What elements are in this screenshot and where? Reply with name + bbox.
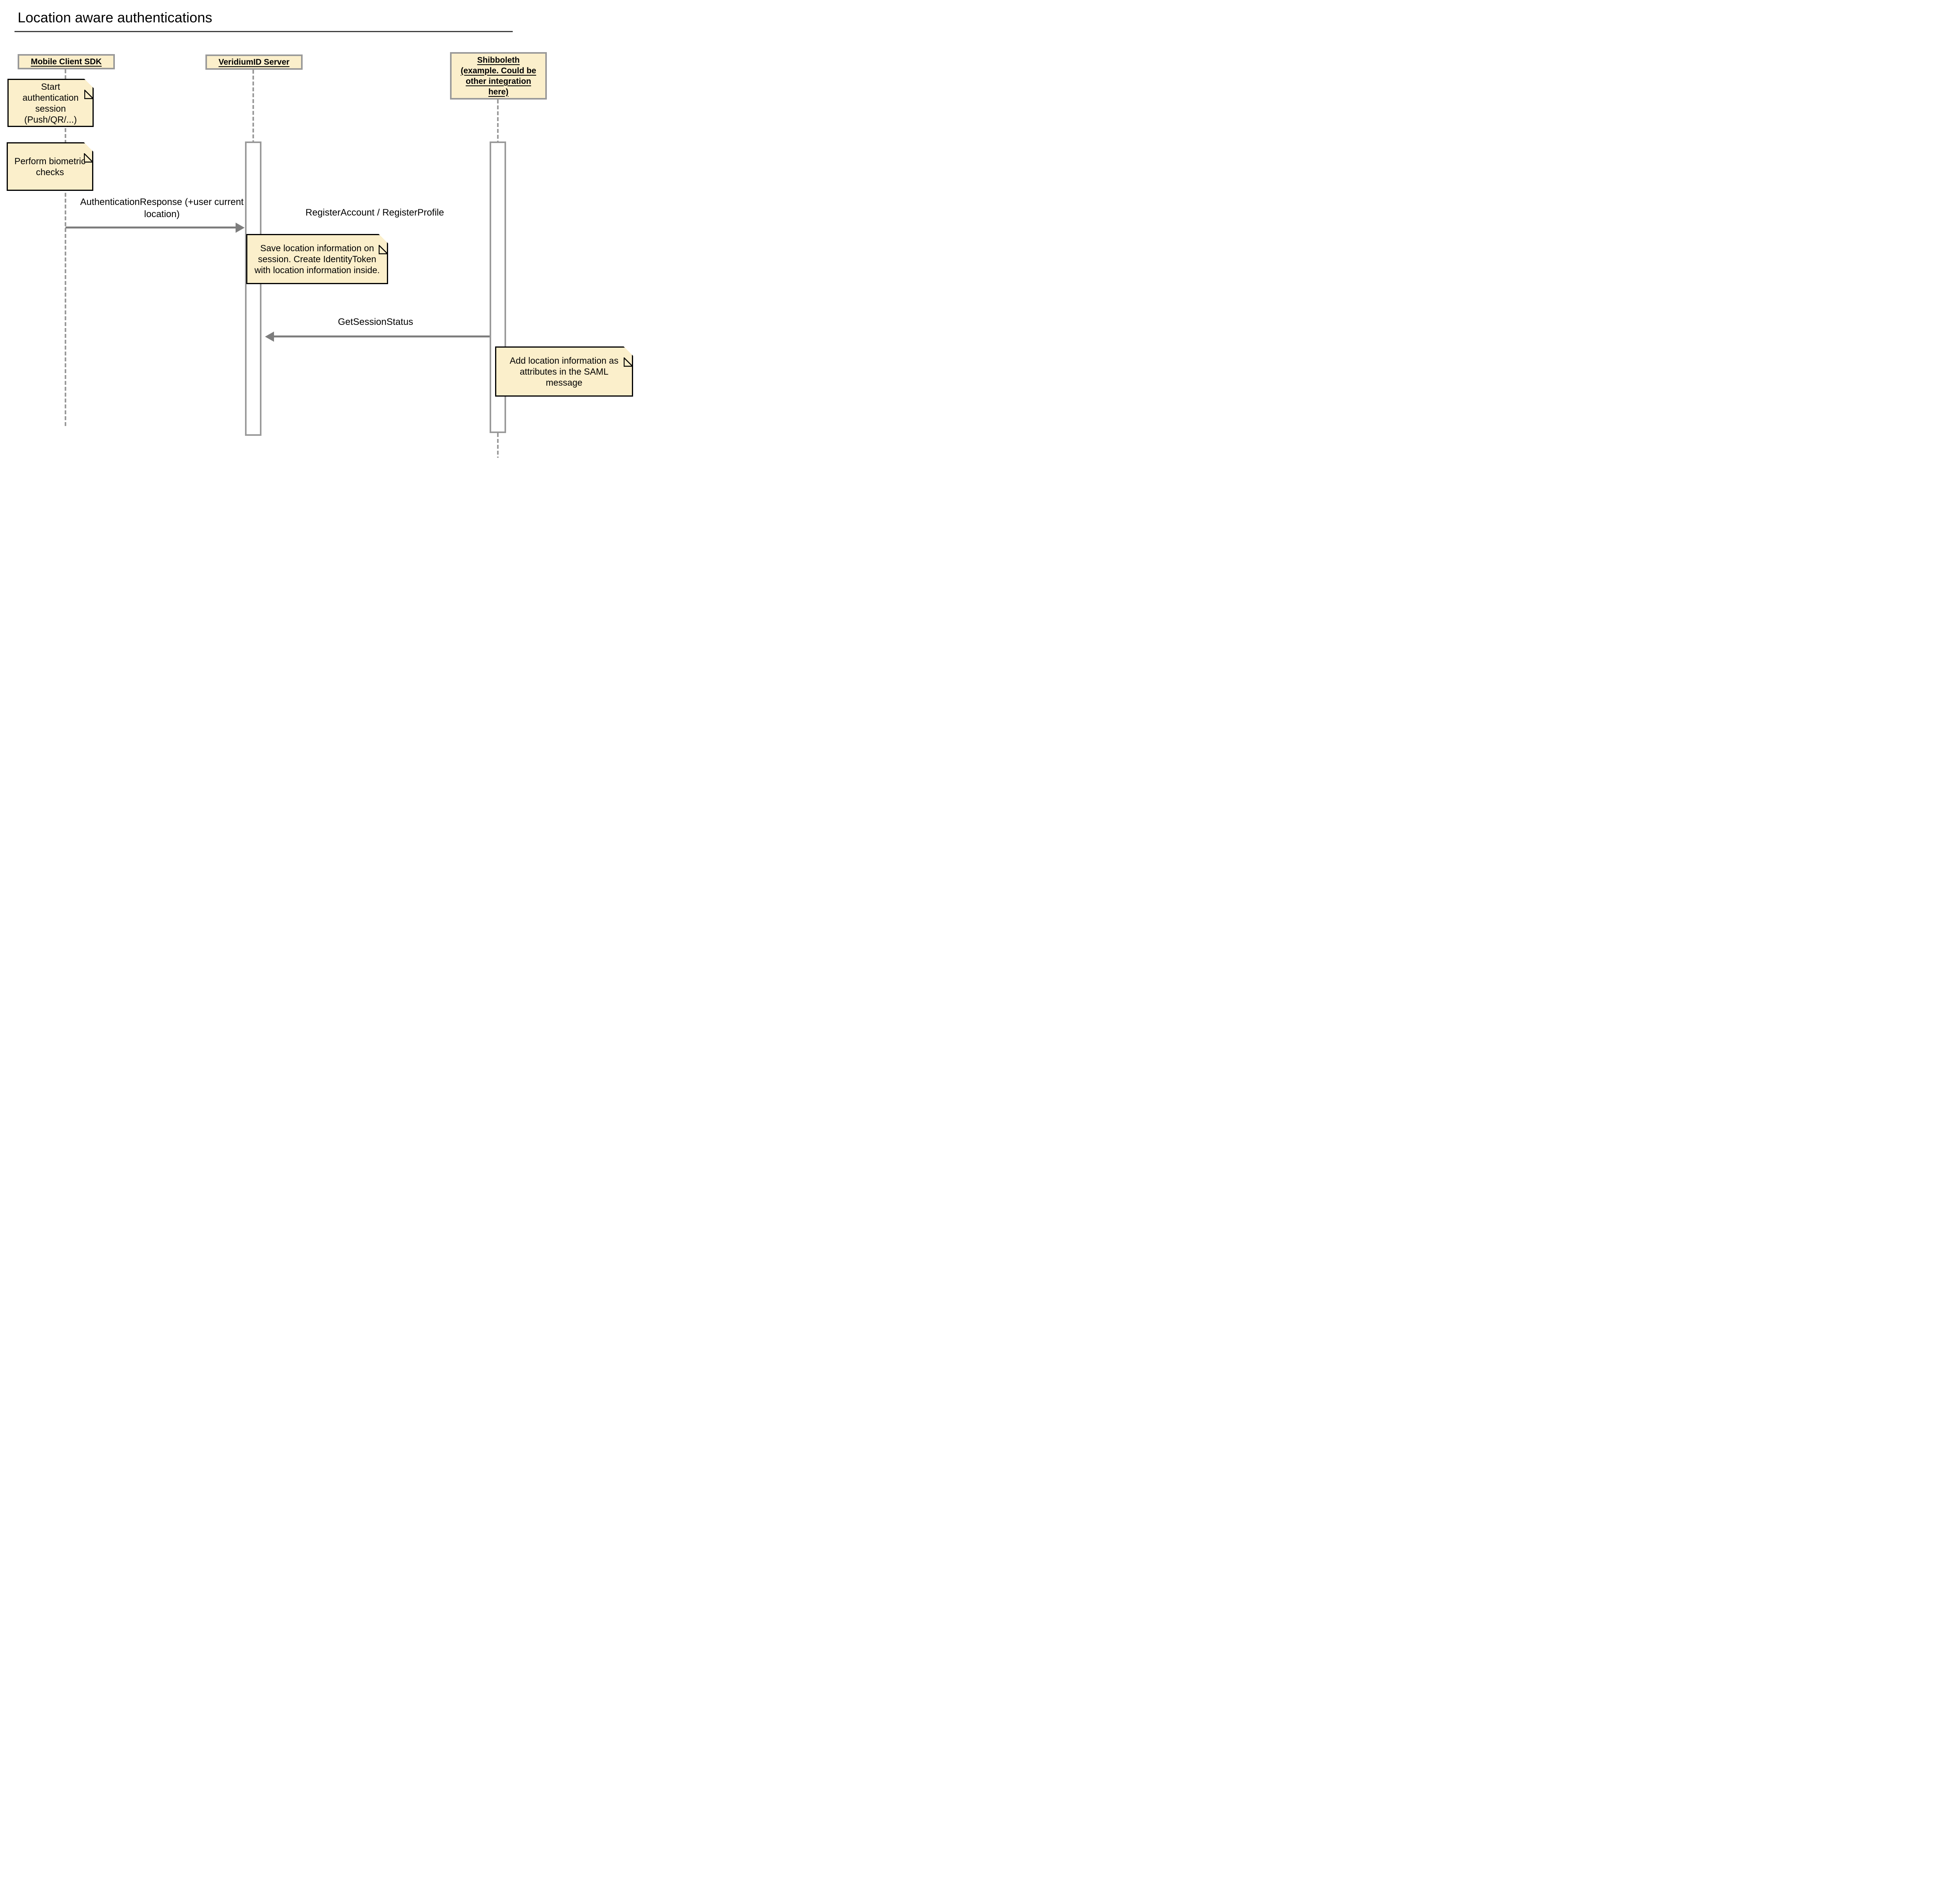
note-fold-flap-icon xyxy=(83,142,94,163)
note-add-location-saml: Add location information as attributes i… xyxy=(495,346,634,397)
note-text: Perform biometric checks xyxy=(14,156,86,177)
note-fold-corner-icon xyxy=(624,346,633,356)
note-fold-flap-icon xyxy=(84,79,94,99)
note-start-authentication-session: Start authentication session (Push/QR/..… xyxy=(7,79,94,127)
lifeline-mobile-client-sdk xyxy=(65,69,66,426)
actor-mobile-client-sdk: Mobile Client SDK xyxy=(18,54,115,69)
lifeline-shibboleth-upper xyxy=(497,100,499,142)
title-underline xyxy=(15,31,513,32)
note-fold-corner-icon xyxy=(84,79,94,88)
note-fold-flap-icon xyxy=(623,346,634,367)
actor-veridium-label: VeridiumID Server xyxy=(218,58,290,67)
note-perform-biometric-checks: Perform biometric checks xyxy=(7,142,94,191)
activation-bar-veridiumid-server xyxy=(245,141,261,436)
note-save-location-information: Save location information on session. Cr… xyxy=(246,234,389,284)
diagram-title: Location aware authentications xyxy=(18,9,212,25)
actor-shibboleth: Shibboleth (example. Could be other inte… xyxy=(450,52,547,100)
note-fold-flap-icon xyxy=(378,234,389,254)
lifeline-shibboleth-lower xyxy=(497,433,499,458)
note-fold-corner-icon xyxy=(84,142,93,152)
message-label-register-account-profile: RegisterAccount / RegisterProfile xyxy=(305,207,444,218)
note-fold-corner-icon xyxy=(379,234,388,243)
sequence-diagram: Location aware authentications Mobile Cl… xyxy=(0,0,645,472)
message-label-get-session-status: GetSessionStatus xyxy=(338,317,414,327)
message-arrow-get-session-status xyxy=(274,335,490,337)
note-text: Start authentication session (Push/QR/..… xyxy=(22,81,79,125)
actor-shibboleth-label: Shibboleth (example. Could be other inte… xyxy=(461,55,536,96)
lifeline-veridiumid-server xyxy=(252,70,254,142)
arrowhead-right-icon xyxy=(236,223,245,233)
message-arrow-authentication-response xyxy=(65,227,236,228)
arrowhead-left-icon xyxy=(265,332,274,342)
message-label-authentication-response: AuthenticationResponse (+user current lo… xyxy=(80,197,244,219)
actor-mobile-label: Mobile Client SDK xyxy=(31,57,102,66)
note-text: Save location information on session. Cr… xyxy=(254,243,380,275)
note-text: Add location information as attributes i… xyxy=(510,355,619,388)
actor-veridiumid-server: VeridiumID Server xyxy=(205,54,303,70)
